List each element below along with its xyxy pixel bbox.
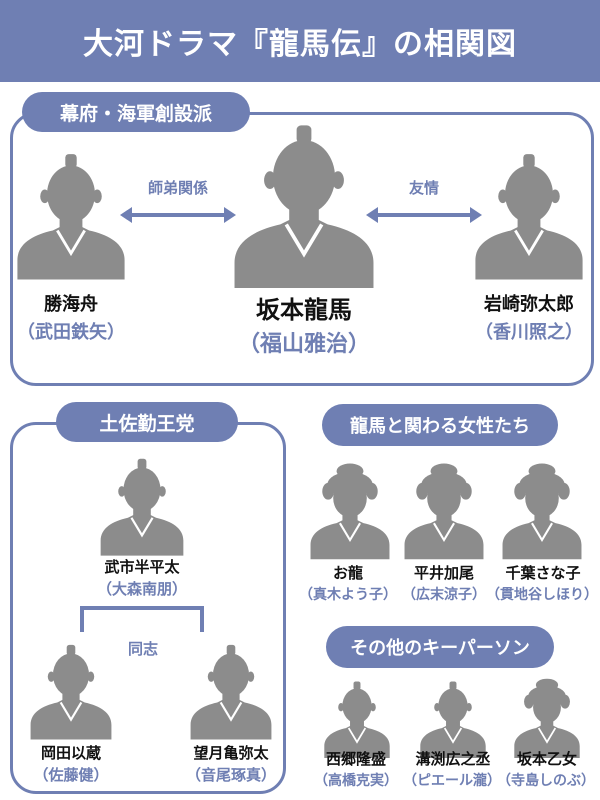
connector-line	[80, 606, 204, 610]
character-name: 武市半平太	[104, 558, 180, 576]
actor-name: （大森南朋）	[96, 580, 187, 598]
saigo-silhouette-icon	[324, 681, 390, 758]
okada-silhouette-icon	[30, 644, 112, 740]
actor-name: （貫地谷しほり）	[486, 587, 598, 603]
page-title: 大河ドラマ『龍馬伝』の相関図	[0, 0, 600, 82]
character-name: 望月亀弥太	[193, 744, 269, 762]
group-bakufu-label: 幕府・海軍創設派	[22, 92, 250, 132]
actor-name: （真木よう子）	[299, 587, 397, 603]
actor-name: （福山雅治）	[237, 332, 370, 357]
otome-silhouette-icon	[514, 678, 580, 758]
character-name: 岡田以蔵	[40, 744, 101, 762]
character-name: 溝渕広之丞	[415, 750, 491, 768]
character-name: 勝海舟	[44, 294, 98, 315]
connector-line	[200, 606, 204, 632]
double-arrow-icon	[366, 207, 482, 223]
actor-name: （武田鉄矢）	[17, 322, 125, 343]
oryo-silhouette-icon	[310, 463, 390, 560]
group-others-label: その他のキーパーソン	[326, 626, 554, 668]
group-tosa-label: 土佐勤王党	[56, 402, 238, 442]
actor-name: （ピエール瀧）	[403, 773, 501, 789]
actor-name: （寺島しのぶ）	[497, 773, 595, 789]
character-name: 坂本乙女	[516, 750, 577, 768]
connector-line	[80, 606, 84, 632]
iwasaki-silhouette-icon	[475, 154, 583, 280]
character-name: 岩崎弥太郎	[484, 294, 574, 315]
katsu-silhouette-icon	[17, 154, 125, 280]
actor-name: （音尾琢真）	[185, 766, 276, 784]
relation-label-yujo: 友情	[408, 179, 439, 197]
character-name: 西郷隆盛	[325, 750, 386, 768]
character-name: 坂本龍馬	[256, 296, 352, 324]
takechi-silhouette-icon	[100, 458, 184, 556]
hirai-silhouette-icon	[404, 463, 484, 560]
relation-label-doshi: 同志	[127, 640, 158, 658]
mizobuchi-silhouette-icon	[420, 681, 486, 758]
character-name: 平井加尾	[413, 564, 474, 582]
character-name: 千葉さな子	[505, 564, 581, 582]
actor-name: （高橋克実）	[314, 773, 398, 789]
double-arrow-icon	[120, 207, 236, 223]
actor-name: （広末涼子）	[402, 587, 486, 603]
group-women-label: 龍馬と関わる女性たち	[322, 404, 558, 446]
character-name: お龍	[332, 564, 363, 582]
ryoma-silhouette-icon	[234, 125, 374, 288]
relation-label-shitei: 師弟関係	[147, 179, 208, 197]
mochizuki-silhouette-icon	[190, 644, 272, 740]
actor-name: （佐藤健）	[33, 766, 109, 784]
chiba-silhouette-icon	[502, 463, 582, 560]
actor-name: （香川照之）	[475, 322, 583, 343]
